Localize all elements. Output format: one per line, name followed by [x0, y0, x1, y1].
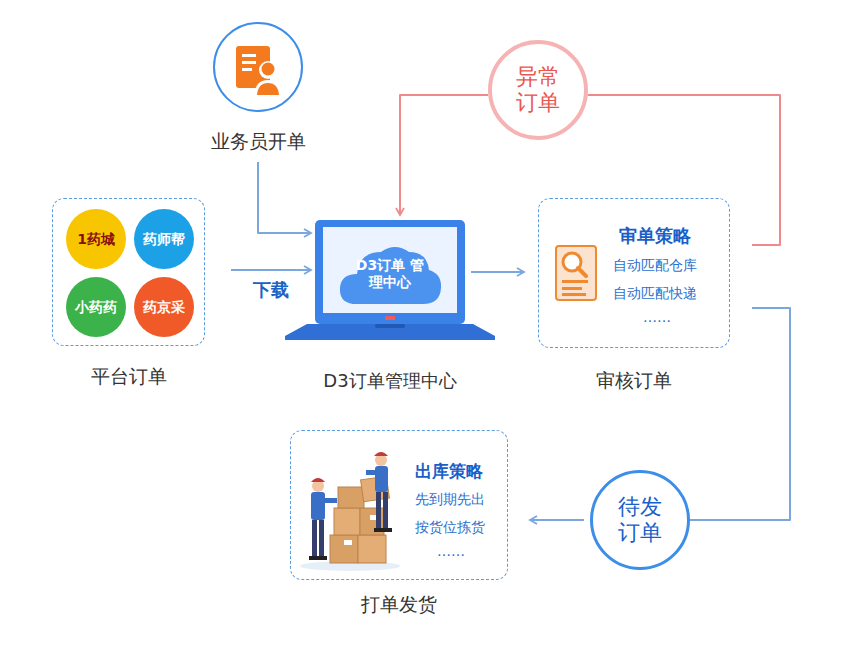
workers-illustration — [300, 452, 400, 571]
flow-connector — [231, 269, 311, 271]
document-icon — [556, 246, 596, 300]
flow-connector — [690, 308, 790, 520]
laptop-node: D3订单 管理中心D3订单管理中心 — [285, 218, 495, 342]
node-text: …… — [643, 309, 671, 326]
node-text: 1药城 — [77, 231, 115, 248]
review-box: 审单策略自动匹配仓库自动匹配快递……审核订单 — [538, 198, 730, 348]
icon-circle — [213, 22, 303, 112]
flow-connector — [588, 95, 780, 245]
edge-label: 下载 — [251, 278, 291, 302]
node-text: D3订单 管理中心 — [351, 257, 429, 291]
node-text: 打单发货 — [361, 593, 437, 616]
flow-connector — [471, 271, 524, 273]
node-text: 业务员开单 — [211, 130, 306, 153]
node-text: 平台订单 — [91, 365, 167, 388]
platform-logo: 药师帮 — [134, 209, 194, 269]
node-text: D3订单管理中心 — [323, 370, 456, 392]
node-text: 自动匹配仓库 — [613, 257, 697, 274]
pending-circle: 待发 订单 — [590, 470, 690, 570]
node-text: 药师帮 — [143, 231, 185, 248]
platform-logo: 小药药 — [66, 277, 126, 337]
salesperson-node: 业务员开单 — [193, 18, 323, 160]
node-text: 出库策略 — [415, 461, 483, 481]
shipping-box: 出库策略先到期先出按货位拣货……打单发货 — [290, 430, 508, 580]
salesperson-icon — [236, 46, 282, 96]
node-text: 自动匹配快递 — [613, 285, 697, 302]
node-text: 药京采 — [143, 299, 185, 316]
node-text: 先到期先出 — [415, 491, 485, 508]
node-text: 审单策略 — [619, 225, 691, 247]
node-text: 审核订单 — [596, 369, 672, 392]
flow-connector — [258, 162, 311, 233]
flow-connector — [530, 519, 584, 521]
node-text: 待发 订单 — [615, 494, 666, 547]
node-text: 异常 订单 — [513, 64, 564, 117]
cloud-node: D3订单 管理中心 — [337, 238, 443, 310]
node-text: 小药药 — [75, 299, 117, 316]
platform-logo: 药京采 — [134, 277, 194, 337]
platform-box: 1药城药师帮小药药药京采平台订单 — [52, 198, 205, 346]
node-text: 按货位拣货 — [415, 519, 485, 536]
node-text: …… — [437, 543, 465, 560]
exception-circle: 异常 订单 — [488, 40, 588, 140]
flow-connector — [400, 95, 488, 215]
platform-logo: 1药城 — [66, 209, 126, 269]
